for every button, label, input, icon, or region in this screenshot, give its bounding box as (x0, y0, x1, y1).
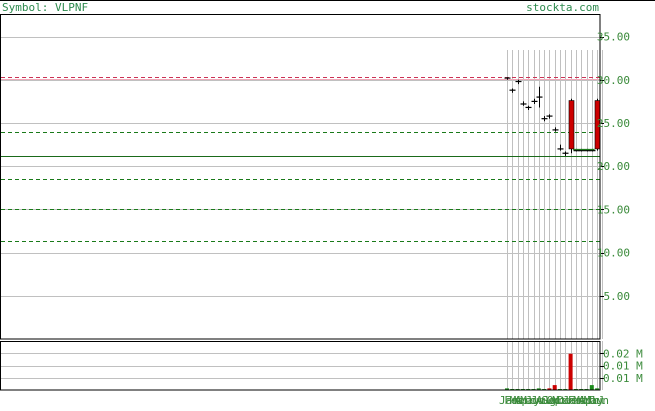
price-frame (0, 14, 601, 340)
price-axis-label: 30.00 (597, 74, 630, 87)
volume-bar (547, 388, 552, 390)
month-label: Oct (547, 394, 567, 406)
volume-bar (536, 388, 541, 390)
month-label: Jul (531, 394, 551, 406)
candle-body (568, 100, 575, 150)
month-label: Jan (563, 394, 583, 406)
volume-bar (505, 388, 509, 390)
month-label: Apr (515, 394, 535, 406)
price-grid (1, 37, 600, 379)
month-label: Jan (499, 394, 519, 406)
price-axis-label: 35.00 (597, 31, 630, 44)
month-label: Apr (579, 394, 599, 406)
volume-axis-label: 0.02 M (603, 347, 643, 360)
month-label: Jul (586, 394, 606, 406)
volume-axis-label: 0.01 M (603, 360, 643, 373)
month-label: Aug (536, 394, 556, 406)
price-axis-labels: 35.00 30.00 25.00 20.00 15.00 10.00 5.00 (597, 31, 630, 303)
month-label: Sep (541, 394, 561, 406)
month-label: Nov (552, 394, 572, 406)
price-axis-label: 10.00 (597, 247, 630, 260)
chart-frames (0, 0, 655, 391)
volume-bar (595, 388, 600, 390)
month-label: Jun (589, 394, 609, 406)
month-label: Dec (557, 394, 577, 406)
vertical-grid (507, 50, 603, 390)
volume-bars (505, 353, 600, 390)
price-bars (504, 77, 601, 156)
volume-axis-label: 0.01 M (603, 372, 643, 385)
volume-bar (589, 385, 594, 390)
price-axis-label: 15.00 (597, 203, 630, 216)
price-axis-label: 20.00 (597, 160, 630, 173)
volume-axis-labels: 0.02 M0.01 M0.01 M (600, 347, 643, 385)
price-axis-label: 5.00 (604, 290, 631, 303)
level-lines (1, 77, 600, 242)
month-label: Mar (510, 394, 530, 406)
volume-frame (0, 341, 601, 391)
month-label: Feb (568, 394, 588, 406)
price-axis-label: 25.00 (597, 117, 630, 130)
month-label: May (520, 394, 540, 406)
site-link[interactable]: stockta.com (526, 1, 599, 14)
month-label: Feb (504, 394, 524, 406)
month-axis-labels: JanFebMarAprMayJunJulAugSepOctNovDecJanF… (499, 394, 609, 407)
month-label: May (584, 394, 604, 406)
month-label: Jun (526, 394, 546, 406)
symbol-label: Symbol: VLPNF (2, 1, 88, 14)
volume-bar (552, 385, 557, 390)
volume-bar (568, 353, 573, 390)
month-label: Mar (573, 394, 593, 406)
